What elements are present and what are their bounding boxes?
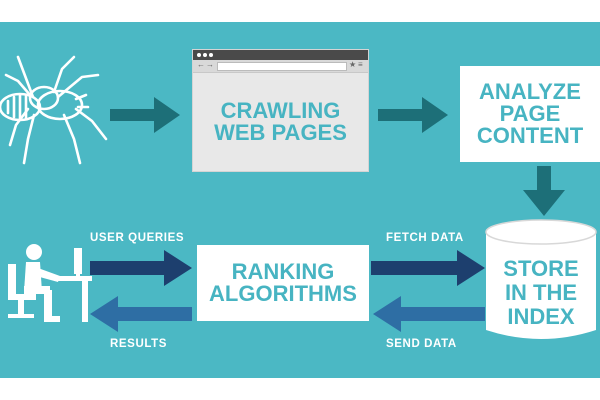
url-bar <box>217 62 347 71</box>
store-label-line3: INDEX <box>507 304 575 329</box>
window-dot-icon <box>209 53 213 57</box>
ranking-algorithms-box: RANKING ALGORITHMS <box>197 245 369 321</box>
analyze-page-content-box: ANALYZE PAGE CONTENT <box>460 66 600 162</box>
send-data-label: SEND DATA <box>386 338 457 350</box>
window-dot-icon <box>203 53 207 57</box>
results-label: RESULTS <box>110 338 168 350</box>
crawling-web-pages-box: ← → ★ ≡ CRAWLING WEB PAGES <box>193 50 368 171</box>
store-label-line2: IN THE <box>505 280 577 305</box>
forward-arrow-icon: → <box>206 60 214 69</box>
arrow-ranking-to-user <box>90 296 192 332</box>
browser-nav-bar: ← → ★ ≡ <box>193 60 368 73</box>
star-icon: ★ <box>349 60 357 69</box>
menu-icon: ≡ <box>358 60 363 69</box>
arrow-spider-to-crawling <box>110 97 180 133</box>
user-at-computer-icon <box>8 244 92 322</box>
top-border <box>0 0 600 22</box>
arrow-user-to-ranking <box>90 250 192 286</box>
bottom-border <box>0 378 600 400</box>
window-dot-icon <box>197 53 201 57</box>
fetch-data-label: FETCH DATA <box>386 232 464 244</box>
crawling-web-pages-label: CRAWLING WEB PAGES <box>214 98 347 145</box>
browser-title-bar <box>193 50 368 60</box>
arrow-crawling-to-analyze <box>378 97 448 133</box>
arrow-ranking-to-store <box>371 250 485 286</box>
back-arrow-icon: ← <box>197 60 205 69</box>
arrow-analyze-to-store <box>523 166 565 216</box>
arrow-store-to-ranking <box>373 296 485 332</box>
user-queries-label: USER QUERIES <box>90 232 185 244</box>
spider-icon <box>0 55 108 165</box>
store-label-line1: STORE <box>503 256 578 281</box>
store-in-index-cylinder: STORE IN THE INDEX <box>485 219 597 339</box>
